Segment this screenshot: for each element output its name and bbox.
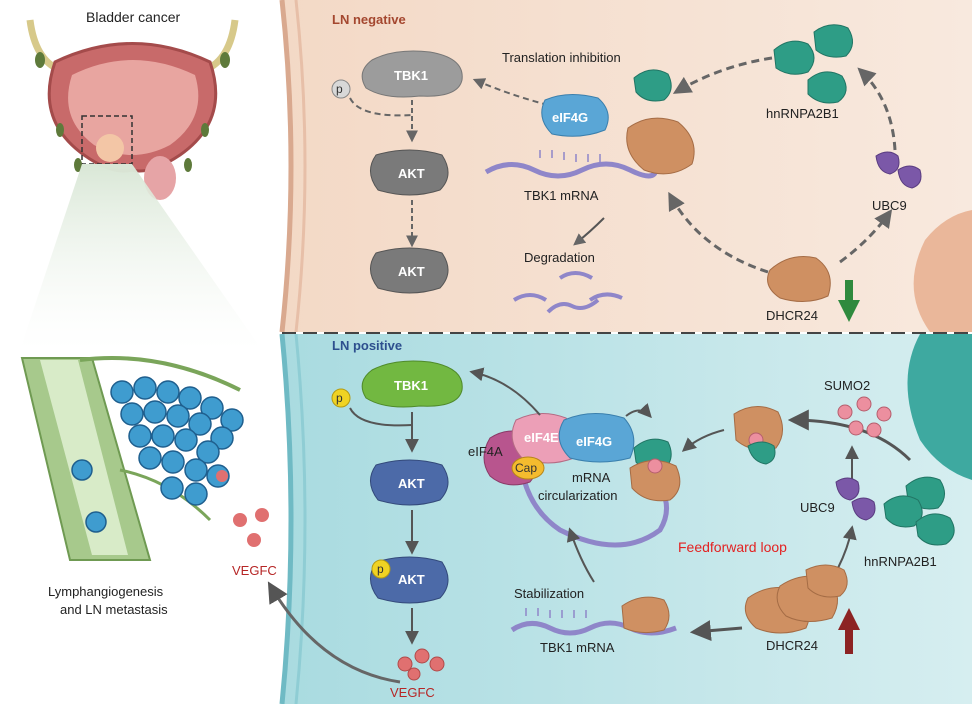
eif4g-neg: eIF4G <box>542 94 608 136</box>
akt-neg-bottom: AKT <box>370 248 448 293</box>
tumor <box>96 134 124 162</box>
tbk1-mrna-pos-label: TBK1 mRNA <box>540 640 615 655</box>
tbk1-neg-label: TBK1 <box>394 68 428 83</box>
hnrnpa2b1-pos-label: hnRNPA2B1 <box>864 554 937 569</box>
ln-positive-header: LN positive <box>332 338 402 353</box>
akt-neg-top: AKT <box>370 150 448 195</box>
dhcr24-pos-label: DHCR24 <box>766 638 818 653</box>
hnrnpa2b1-neg-label: hnRNPA2B1 <box>766 106 839 121</box>
eif4e-label: eIF4E <box>524 430 559 445</box>
cap: Cap <box>512 457 544 479</box>
outcome-line-2: and LN metastasis <box>60 602 168 617</box>
mrna-circ-label-1: mRNA <box>572 470 611 485</box>
dhcr24-neg-label: DHCR24 <box>766 308 818 323</box>
eif4g-pos: eIF4G <box>559 413 634 462</box>
ln-negative-header: LN negative <box>332 12 406 27</box>
tbk1-pos: TBK1 <box>362 361 462 407</box>
tbk1-mrna-neg-label: TBK1 mRNA <box>524 188 599 203</box>
feedforward-loop-label: Feedforward loop <box>678 539 787 555</box>
akt-neg-bottom-label: AKT <box>398 264 425 279</box>
ubc9-pos-label: UBC9 <box>800 500 835 515</box>
akt-pos-top: AKT <box>370 460 448 505</box>
cap-label: Cap <box>515 461 537 475</box>
akt-neg-top-label: AKT <box>398 166 425 181</box>
eif4a-label: eIF4A <box>468 444 503 459</box>
phospho-pos-bottom-label: p <box>377 562 384 576</box>
translation-inhibition-label: Translation inhibition <box>502 50 621 65</box>
akt-pos-top-label: AKT <box>398 476 425 491</box>
phospho-neg-label: p <box>336 82 343 96</box>
phospho-pos-top-label: p <box>336 391 343 405</box>
eif4g-neg-label: eIF4G <box>552 110 588 125</box>
tbk1-neg: TBK1 <box>362 51 462 97</box>
sumo2-label: SUMO2 <box>824 378 870 393</box>
organ-title: Bladder cancer <box>86 9 181 25</box>
vegfc-label-left: VEGFC <box>232 563 277 578</box>
stabilization-label: Stabilization <box>514 586 584 601</box>
bladder-illustration: Bladder cancer <box>20 9 262 350</box>
outcome-line-1: Lymphangiogenesis <box>48 584 164 599</box>
lymphatic-vessel: VEGFC Lymphangiogenesis and LN metastasi… <box>22 358 277 617</box>
eif4g-pos-label: eIF4G <box>576 434 612 449</box>
mrna-circ-label-2: circularization <box>538 488 617 503</box>
vegfc-pos-label: VEGFC <box>390 685 435 700</box>
tbk1-pos-label: TBK1 <box>394 378 428 393</box>
zoom-beam <box>20 164 262 350</box>
degradation-label: Degradation <box>524 250 595 265</box>
ubc9-neg-label: UBC9 <box>872 198 907 213</box>
akt-pos-bottom-label: AKT <box>398 572 425 587</box>
